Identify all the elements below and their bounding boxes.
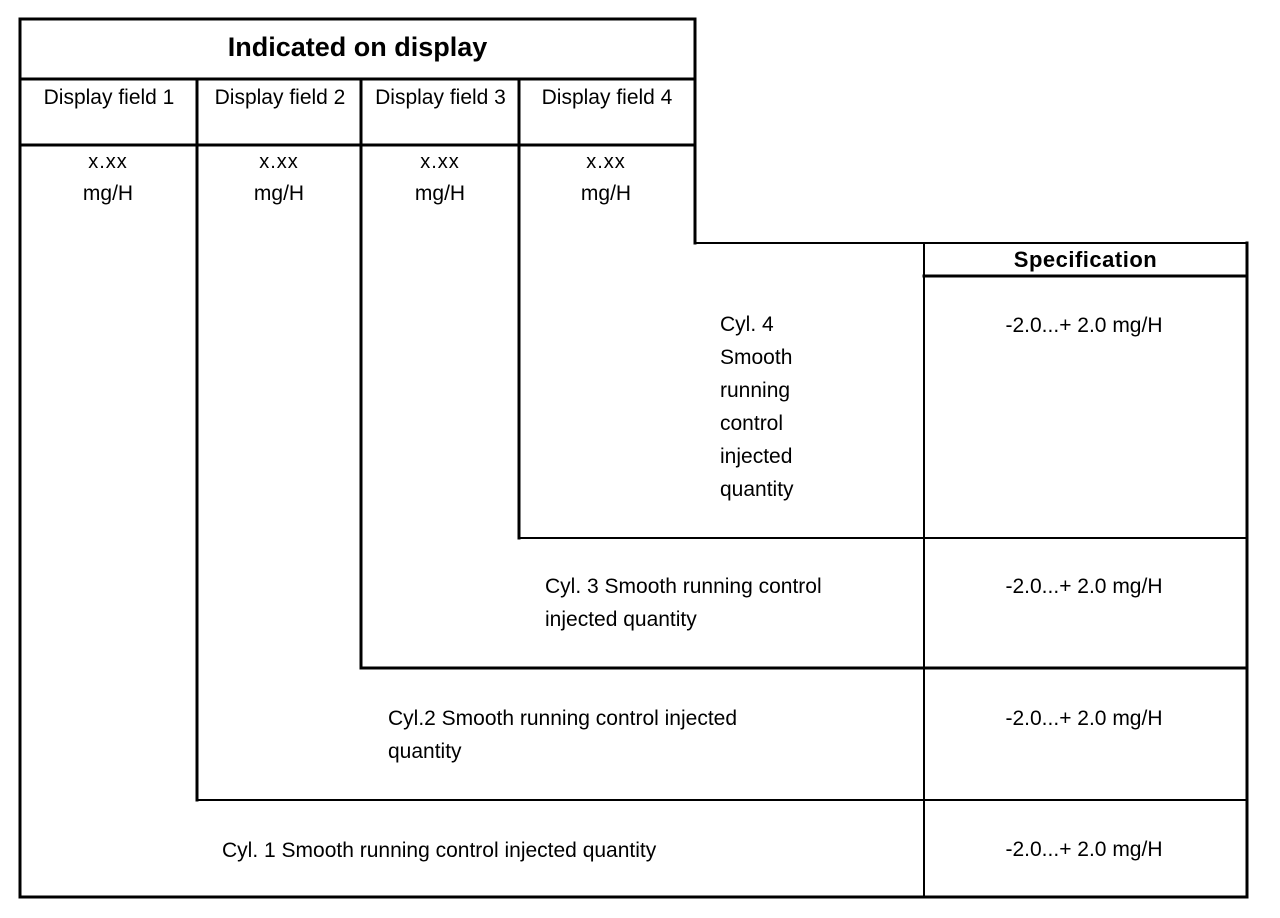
row-cyl2-description: Cyl.2 Smooth running control injected qu… xyxy=(388,707,738,763)
display-field-2-value: x.xx xyxy=(259,151,299,173)
specification-header: Specification xyxy=(1013,247,1158,272)
row-cyl4-spec: -2.0...+ 2.0 mg/H xyxy=(1005,314,1163,337)
row-cyl3-description: Cyl. 3 Smooth running control injected q… xyxy=(545,575,822,631)
row-cyl3-spec: -2.0...+ 2.0 mg/H xyxy=(1005,575,1163,598)
row-cyl1-description: Cyl. 1 Smooth running control injected q… xyxy=(222,839,657,862)
display-field-1-unit: mg/H xyxy=(82,182,134,205)
display-field-2-header: Display field 2 xyxy=(214,86,346,109)
display-field-3-unit: mg/H xyxy=(414,182,466,205)
display-field-4-header: Display field 4 xyxy=(541,86,673,109)
display-field-4-unit: mg/H xyxy=(580,182,632,205)
display-field-1-value: x.xx xyxy=(88,151,128,173)
row-cyl1-spec: -2.0...+ 2.0 mg/H xyxy=(1005,838,1163,861)
display-field-4-value: x.xx xyxy=(586,151,626,173)
display-field-1-header: Display field 1 xyxy=(43,86,175,109)
display-field-3-header: Display field 3 xyxy=(375,86,506,109)
row-cyl2-spec: -2.0...+ 2.0 mg/H xyxy=(1005,707,1163,730)
page-title: Indicated on display xyxy=(227,32,488,62)
display-field-2-unit: mg/H xyxy=(253,182,305,205)
display-field-3-value: x.xx xyxy=(420,151,460,173)
row-cyl4-description: Cyl. 4 Smooth running control injected q… xyxy=(720,313,794,501)
